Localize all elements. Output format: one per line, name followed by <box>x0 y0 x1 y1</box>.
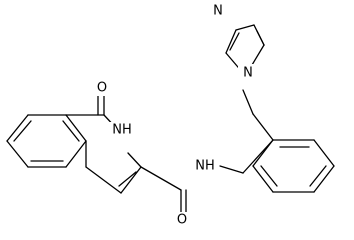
benzyl-ring <box>242 139 335 193</box>
atom-labels: N N O NH NH O <box>94 2 258 228</box>
amide-nh-label: NH <box>195 159 215 174</box>
imidazole-n-label: N <box>213 4 223 19</box>
isoquinolinone-core <box>6 89 142 194</box>
lactam-nh-label: NH <box>112 123 132 138</box>
imidazole-n-substituted-label: N <box>243 66 253 81</box>
carbonyl-o-label: O <box>97 81 107 96</box>
imidazole-linker <box>242 89 274 141</box>
amide-o-label: O <box>177 213 187 228</box>
